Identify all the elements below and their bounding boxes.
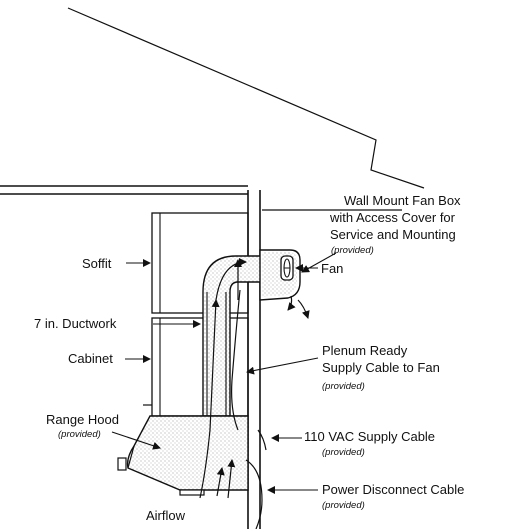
label-wall-fan-box-1: Wall Mount Fan Box <box>344 193 461 208</box>
label-range-hood: Range Hood <box>46 412 119 427</box>
label-ductwork: 7 in. Ductwork <box>34 316 117 331</box>
label-wall-fan-box-3: Service and Mounting <box>330 227 456 242</box>
text-labels: Wall Mount Fan Box with Access Cover for… <box>34 193 464 523</box>
label-cabinet: Cabinet <box>68 351 113 366</box>
ceiling <box>0 185 248 195</box>
fan-icon <box>280 255 294 281</box>
roof-line <box>67 7 425 189</box>
label-soffit: Soffit <box>82 256 112 271</box>
label-plenum-cable-2: Supply Cable to Fan <box>322 360 440 375</box>
cables <box>231 289 267 529</box>
label-fan: Fan <box>321 261 343 276</box>
label-leaders <box>111 252 337 494</box>
label-vac-cable-note: (provided) <box>322 447 365 458</box>
label-range-hood-note: (provided) <box>58 429 101 440</box>
wall-fan-box <box>259 249 301 301</box>
label-disconnect-cable: Power Disconnect Cable <box>322 482 464 497</box>
label-disconnect-cable-note: (provided) <box>322 500 365 511</box>
label-plenum-cable-note: (provided) <box>322 381 365 392</box>
label-plenum-cable-1: Plenum Ready <box>322 343 408 358</box>
range-hood <box>117 415 249 496</box>
label-airflow: Airflow <box>146 508 186 523</box>
label-wall-fan-box-2: with Access Cover for <box>329 210 456 225</box>
label-wall-fan-box-note: (provided) <box>331 245 374 256</box>
airflow-arrows <box>199 258 310 499</box>
label-vac-cable: 110 VAC Supply Cable <box>304 429 435 444</box>
